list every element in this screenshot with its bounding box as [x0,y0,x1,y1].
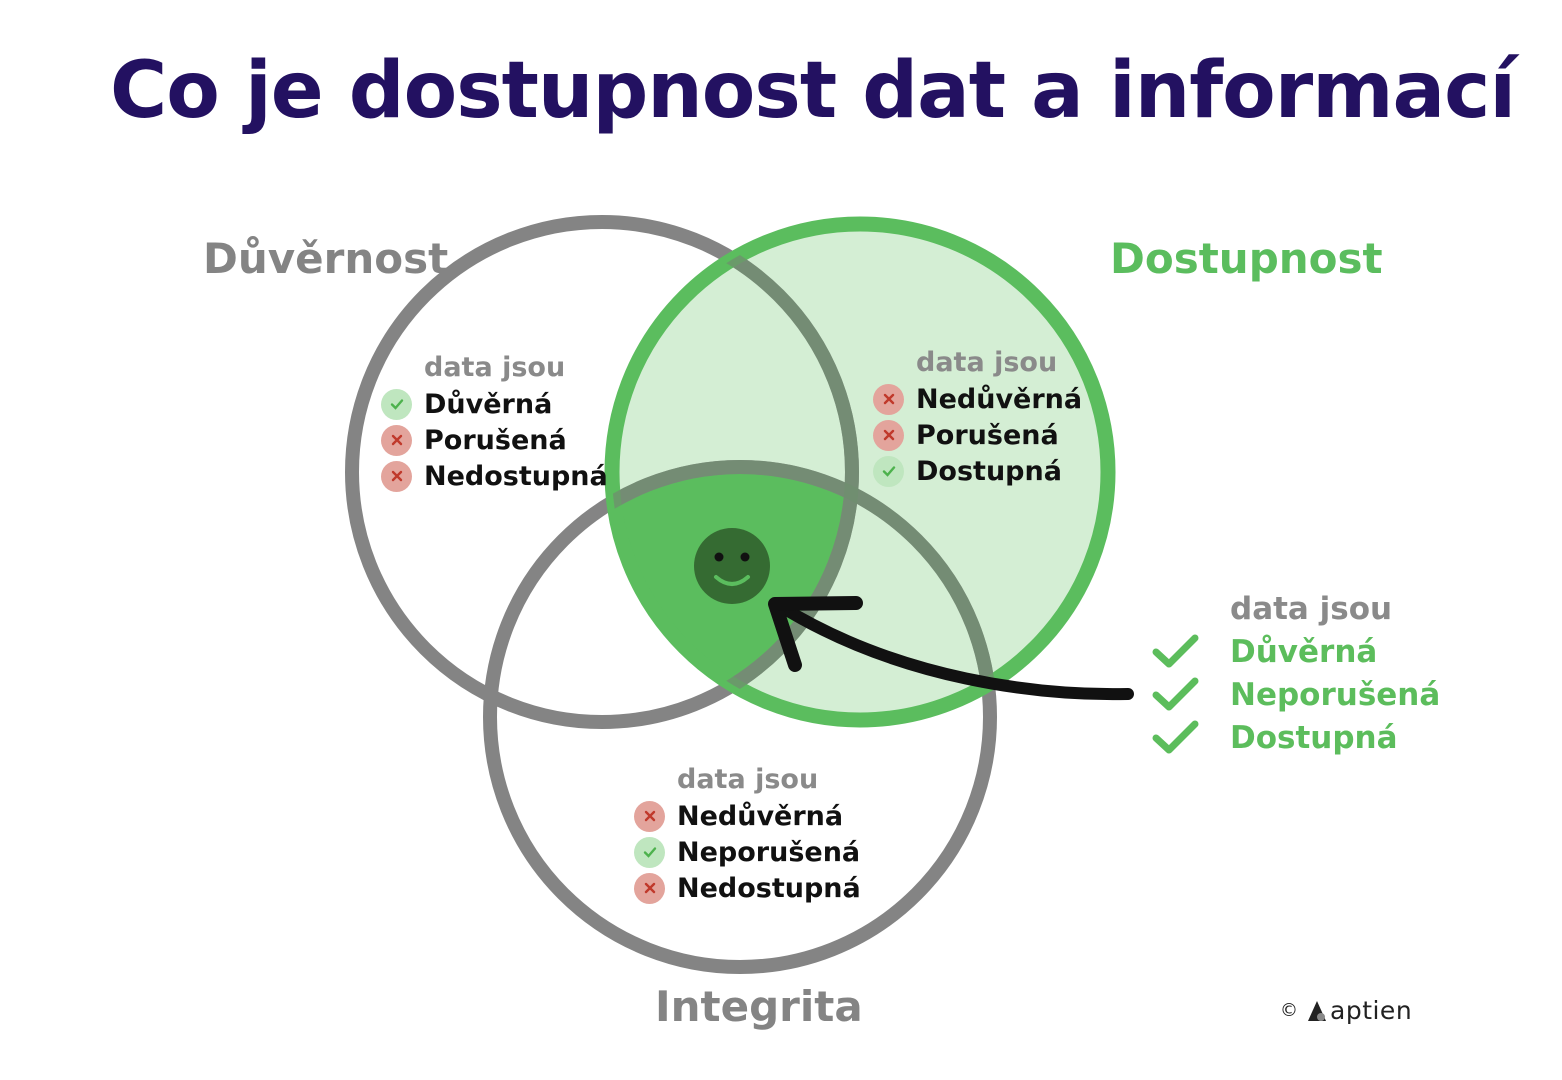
list-item-label: Dostupná [916,455,1062,487]
list-item-label: Nedostupná [424,460,608,492]
list-item: Dostupná [873,453,1082,489]
cross-icon [381,424,412,456]
list-item-label: Porušená [424,424,567,456]
smiley-icon [694,528,770,604]
list-item-label: Nedostupná [677,872,861,904]
big-check-icon [1152,677,1199,710]
aptien-logo-icon [1308,1000,1326,1021]
result-item: Neporušená [1152,673,1440,716]
cross-icon [634,872,665,904]
list-item: Nedůvěrná [873,381,1082,417]
page-title: Co je dostupnost dat a informací [110,46,1516,136]
cross-icon [634,800,665,832]
list-item: Porušená [381,422,608,458]
check-icon [873,455,904,487]
result-item-label: Dostupná [1230,719,1398,756]
integrity-label: Integrita [655,982,863,1031]
list-item-label: Nedůvěrná [916,383,1083,415]
copyright-symbol: © [1280,1000,1298,1021]
list-item-label: Neporušená [677,836,861,868]
list-header: data jsou [677,764,819,795]
availability-circle [604,216,1116,728]
check-icon [381,388,412,420]
list-item-label: Důvěrná [424,388,553,420]
list-item-label: Nedůvěrná [677,800,844,832]
footer-logo: © aptien [1280,996,1412,1025]
list-header: data jsou [916,347,1058,378]
result-header: data jsou [1230,591,1393,627]
cross-icon [381,460,412,492]
check-icon [634,836,665,868]
cross-icon [873,419,904,451]
cross-icon [873,383,904,415]
result-item-label: Neporušená [1230,676,1441,713]
brand-name: aptien [1330,996,1413,1025]
result-item-label: Důvěrná [1230,633,1378,670]
big-check-icon [1152,634,1199,667]
list-item: Nedůvěrná [634,798,861,834]
availability-label: Dostupnost [1110,234,1383,283]
arrow-icon [768,596,1134,701]
result-item: Důvěrná [1152,630,1440,673]
result-item: Dostupná [1152,716,1440,759]
confidentiality-label: Důvěrnost [203,234,449,283]
list-item: Důvěrná [381,386,608,422]
list-header: data jsou [424,352,566,383]
list-item: Neporušená [634,834,861,870]
list-item: Nedostupná [381,458,608,494]
big-check-icon [1152,720,1199,753]
list-item-label: Porušená [916,419,1059,451]
list-item: Porušená [873,417,1082,453]
list-item: Nedostupná [634,870,861,906]
